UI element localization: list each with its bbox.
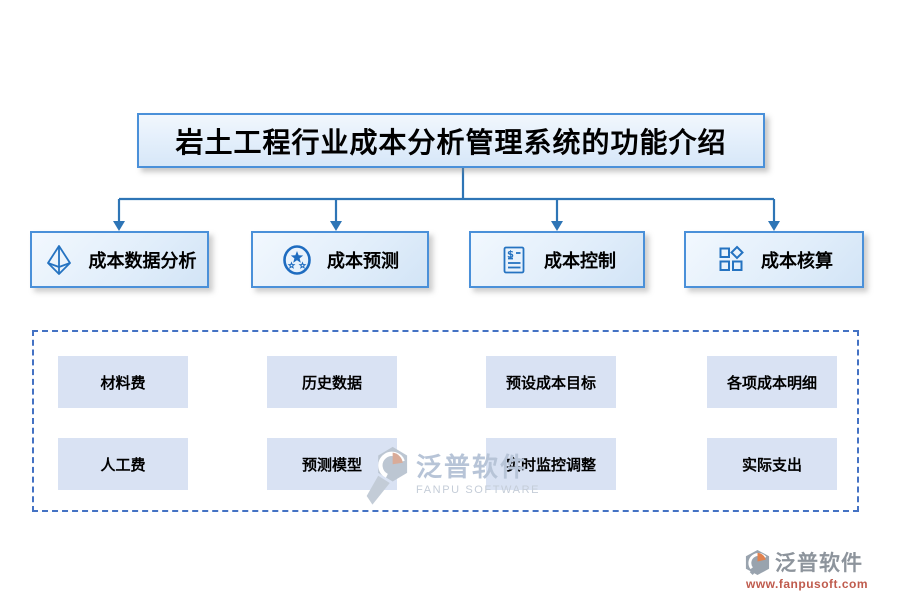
- feature-box-cost-accounting: 成本核算: [684, 231, 864, 288]
- feature-label: 成本预测: [327, 250, 399, 271]
- detail-panel: [32, 330, 859, 512]
- detail-cell-cost-breakdown: 各项成本明细: [707, 356, 837, 408]
- star-badge-icon: [281, 244, 313, 276]
- pyramid-icon: [43, 244, 75, 276]
- page-title: 岩土工程行业成本分析管理系统的功能介绍: [175, 127, 727, 159]
- detail-label: 人工费: [100, 457, 146, 474]
- fanpu-footer-logo-icon: [744, 549, 771, 576]
- detail-label: 材料费: [100, 375, 146, 392]
- footer-logo: 泛普软件 www.fanpusoft.com: [744, 547, 894, 592]
- feature-box-cost-data-analysis: 成本数据分析: [30, 231, 209, 288]
- svg-text:$: $: [507, 249, 514, 260]
- footer-brand-text: 泛普软件: [775, 552, 863, 575]
- detail-cell-preset-cost-target: 预设成本目标: [486, 356, 616, 408]
- invoice-icon: $: [498, 244, 530, 276]
- detail-cell-actual-expenditure: 实际支出: [707, 438, 837, 490]
- feature-label: 成本数据分析: [88, 250, 197, 271]
- feature-label: 成本控制: [544, 250, 616, 271]
- detail-label: 实时监控调整: [505, 457, 596, 474]
- detail-cell-realtime-monitoring: 实时监控调整: [486, 438, 616, 490]
- detail-cell-material-cost: 材料费: [58, 356, 188, 408]
- feature-box-cost-forecast: 成本预测: [251, 231, 429, 288]
- title-box: 岩土工程行业成本分析管理系统的功能介绍: [137, 113, 765, 168]
- grid-diamond-icon: [715, 244, 747, 276]
- detail-label: 预测模型: [301, 457, 362, 474]
- detail-cell-historical-data: 历史数据: [267, 356, 397, 408]
- footer-url-text: www.fanpusoft.com: [746, 577, 869, 591]
- detail-label: 各项成本明细: [726, 375, 817, 392]
- feature-box-cost-control: $ 成本控制: [469, 231, 645, 288]
- detail-cell-labor-cost: 人工费: [58, 438, 188, 490]
- detail-label: 预设成本目标: [505, 375, 596, 392]
- detail-label: 历史数据: [301, 375, 362, 392]
- feature-label: 成本核算: [761, 250, 833, 271]
- detail-label: 实际支出: [741, 457, 802, 474]
- detail-cell-forecast-model: 预测模型: [267, 438, 397, 490]
